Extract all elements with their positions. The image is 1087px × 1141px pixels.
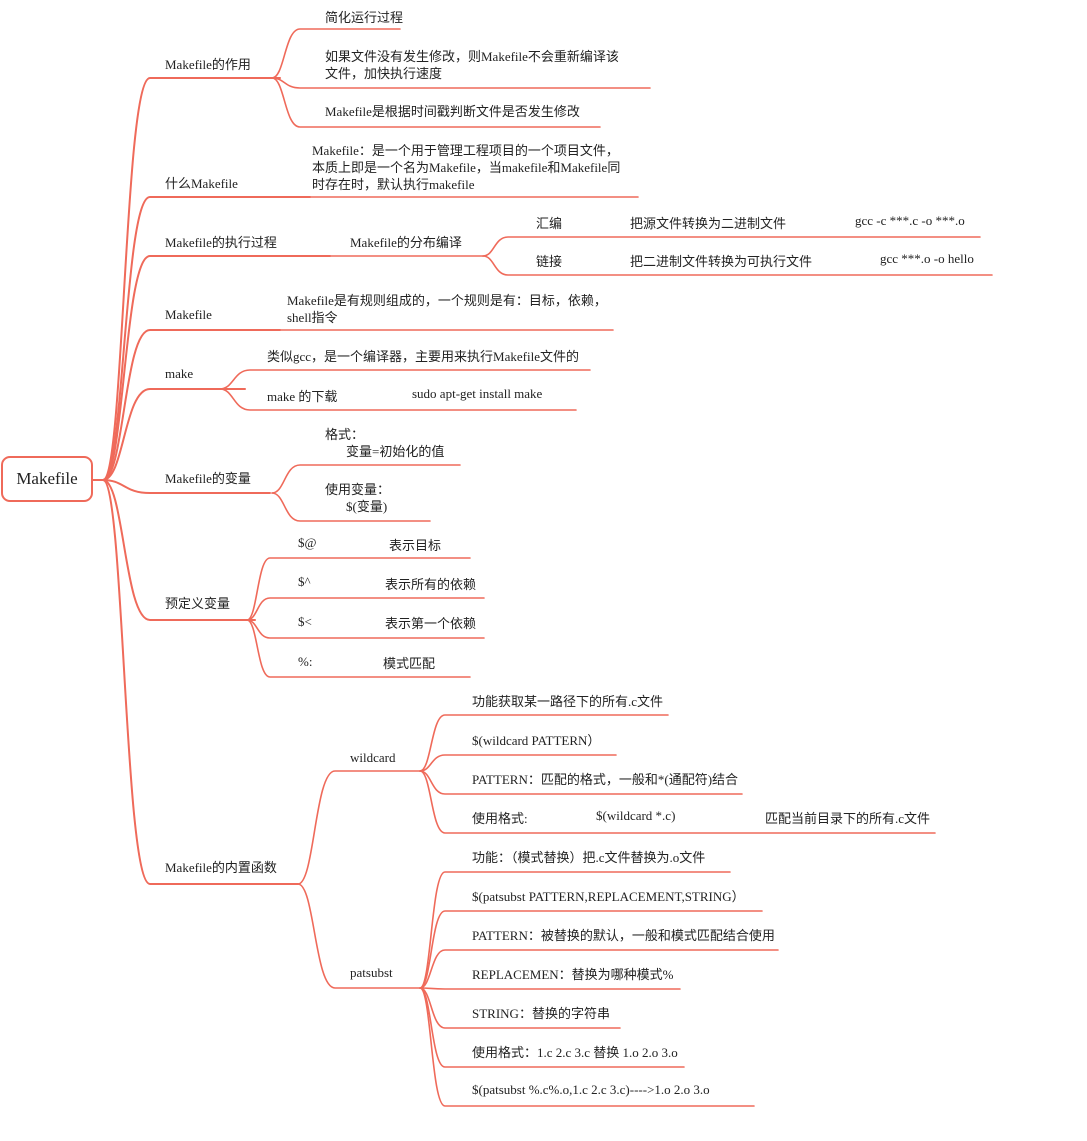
predef-sym-2: $^	[298, 574, 311, 589]
patsubst-item-5: STRING：替换的字符串	[472, 1006, 610, 1021]
connector-30	[419, 770, 936, 834]
vars-format-title: 格式：	[325, 427, 365, 442]
connector-11	[271, 77, 601, 128]
patsubst-item-6: 使用格式：1.c 2.c 3.c 替换 1.o 2.o 3.o	[472, 1045, 678, 1060]
connector-27	[419, 714, 669, 772]
predef-desc-3: 表示第一个依赖	[385, 616, 477, 631]
connector-1	[102, 77, 281, 481]
wildcard-usage-desc: 匹配当前目录下的所有.c文件	[765, 811, 931, 826]
purpose-item-1: 简化运行过程	[325, 10, 404, 25]
exec-step-2-name: 链接	[536, 254, 563, 269]
connector-4	[102, 329, 281, 481]
connector-24	[246, 619, 471, 678]
connector-28	[419, 754, 617, 772]
root-label: Makefile	[16, 469, 78, 488]
predef-desc-4: 模式匹配	[383, 656, 436, 671]
exec-step-1-name: 汇编	[536, 216, 563, 231]
connector-32	[419, 910, 763, 989]
wildcard-node[interactable]: wildcard	[350, 750, 396, 765]
branch-builtin[interactable]: Makefile的内置函数	[165, 860, 277, 875]
make-install-cmd: sudo apt-get install make	[412, 386, 543, 401]
connector-5	[102, 388, 246, 481]
connector-15	[482, 255, 993, 276]
purpose-item-3: Makefile是根据时间戳判断文件是否发生修改	[325, 104, 580, 119]
connector-7	[102, 479, 256, 621]
what-desc: Makefile：是一个用于管理工程项目的一个项目文件，本质上即是一个名为Mak…	[312, 143, 621, 192]
wildcard-item-1: 功能获取某一路径下的所有.c文件	[472, 694, 664, 709]
connector-31	[419, 871, 731, 989]
make-desc: 类似gcc，是一个编译器，主要用来执行Makefile文件的	[267, 349, 579, 364]
connector-34	[419, 987, 681, 990]
exec-step-1-desc: 把源文件转换为二进制文件	[630, 216, 787, 231]
connector-37	[419, 987, 755, 1107]
predef-desc-1: 表示目标	[389, 538, 442, 553]
predef-desc-2: 表示所有的依赖	[385, 577, 477, 592]
connector-33	[419, 949, 779, 989]
patsubst-node[interactable]: patsubst	[350, 965, 393, 980]
patsubst-item-2: $(patsubst PATTERN,REPLACEMENT,STRING）	[472, 889, 745, 904]
connector-8	[102, 479, 299, 885]
branch-rule[interactable]: Makefile	[165, 307, 212, 322]
connector-3	[102, 255, 331, 481]
patsubst-item-4: REPLACEMEN：替换为哪种模式%	[472, 967, 674, 982]
connector-26	[297, 883, 421, 989]
connector-18	[219, 388, 577, 411]
wildcard-usage-code: $(wildcard *.c)	[596, 808, 676, 823]
exec-step-2-desc: 把二进制文件转换为可执行文件	[630, 254, 813, 269]
wildcard-usage-label: 使用格式:	[472, 811, 528, 826]
connector-14	[482, 236, 981, 257]
exec-step-2-cmd: gcc ***.o -o hello	[880, 251, 974, 266]
wildcard-item-2: $(wildcard PATTERN）	[472, 733, 601, 748]
root-node[interactable]: Makefile	[1, 456, 93, 502]
connector-22	[246, 597, 485, 621]
vars-use-value: $(变量)	[346, 499, 388, 514]
predef-sym-1: $@	[298, 535, 317, 550]
rule-desc: Makefile是有规则组成的，一个规则是有：目标，依赖，shell指令	[287, 293, 607, 325]
connector-9	[271, 28, 401, 79]
connector-21	[246, 557, 471, 621]
patsubst-item-3: PATTERN：被替换的默认，一般和模式匹配结合使用	[472, 928, 775, 943]
vars-format-value: 变量=初始化的值	[346, 444, 445, 459]
wildcard-item-3: PATTERN：匹配的格式，一般和*(通配符)结合	[472, 772, 739, 787]
branch-vars[interactable]: Makefile的变量	[165, 471, 251, 486]
exec-step-1-cmd: gcc -c ***.c -o ***.o	[855, 213, 965, 228]
branch-exec[interactable]: Makefile的执行过程	[165, 235, 277, 250]
vars-use-title: 使用变量：	[325, 482, 391, 497]
predef-sym-3: $<	[298, 614, 312, 629]
branch-what[interactable]: 什么Makefile	[165, 176, 238, 191]
purpose-item-2: 如果文件没有发生修改，则Makefile不会重新编译该文件，加快执行速度	[325, 49, 619, 81]
connector-20	[271, 492, 431, 522]
branch-purpose[interactable]: Makefile的作用	[165, 57, 251, 72]
exec-sub[interactable]: Makefile的分布编译	[350, 235, 462, 250]
connector-19	[271, 464, 461, 494]
connector-10	[271, 77, 651, 89]
patsubst-item-1: 功能：（模式替换）把.c文件替换为.o文件	[472, 850, 706, 865]
connector-17	[219, 369, 591, 390]
make-download: make 的下载	[267, 389, 338, 404]
connector-6	[102, 479, 271, 494]
connector-25	[297, 770, 421, 885]
branch-make[interactable]: make	[165, 366, 194, 381]
patsubst-item-7: $(patsubst %.c%.o,1.c 2.c 3.c)---->1.o 2…	[472, 1082, 710, 1097]
branch-predef[interactable]: 预定义变量	[165, 596, 231, 611]
predef-sym-4: %:	[298, 654, 313, 669]
